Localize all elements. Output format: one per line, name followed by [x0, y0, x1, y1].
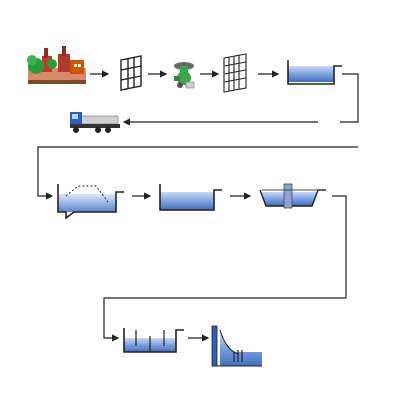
circular-clarifier-icon [259, 183, 326, 209]
factory-town-icon [27, 46, 86, 84]
grit-basin-icon [287, 60, 342, 85]
baffled-tank-icon [123, 328, 184, 353]
coarse-screen-grid-icon [120, 55, 142, 91]
connector-line [103, 195, 347, 342]
connector-line [340, 73, 359, 123]
connector-line [37, 146, 64, 200]
outfall-weir-icon [211, 325, 262, 367]
pump-icon [174, 62, 195, 89]
aeration-basin-icon [159, 184, 222, 211]
dump-truck-icon [70, 112, 120, 133]
fine-screen-grid-icon [223, 53, 247, 93]
settling-basin-with-scraper-icon [57, 184, 124, 220]
